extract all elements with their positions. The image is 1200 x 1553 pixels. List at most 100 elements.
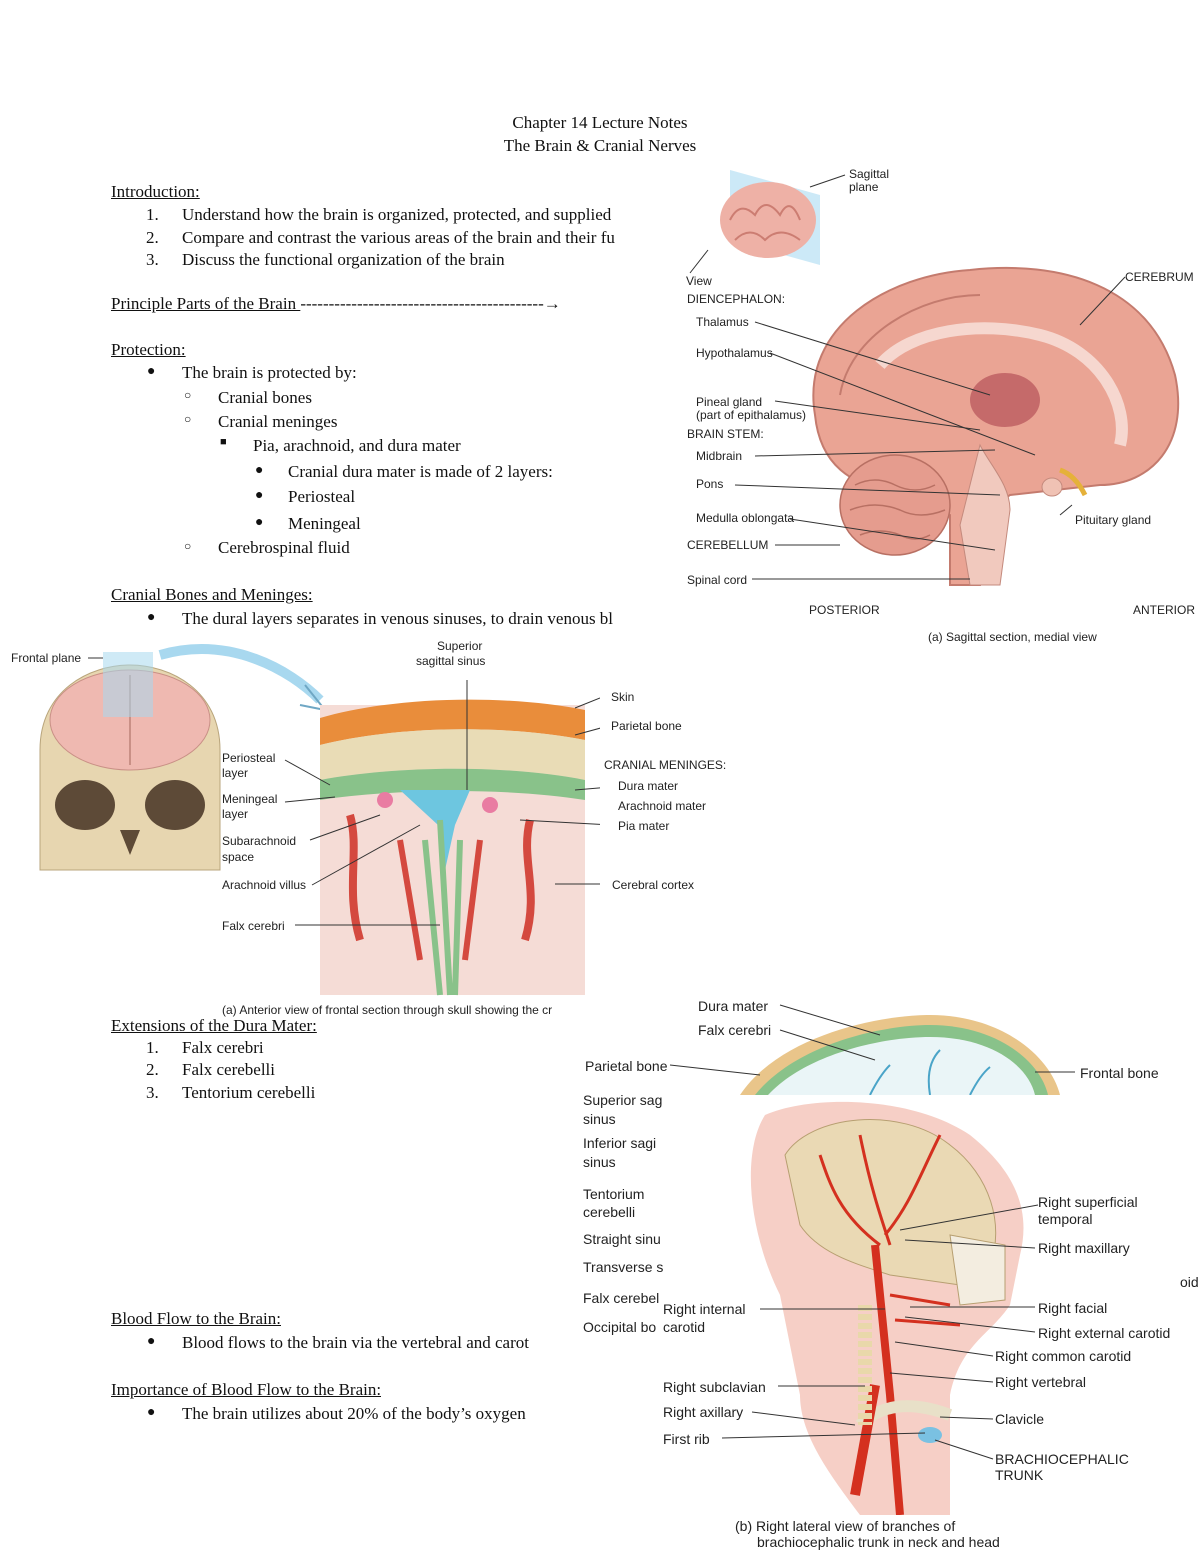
importance-text: The brain utilizes about 20% of the body… [182, 1404, 526, 1423]
label-spinal-cord: Spinal cord [687, 573, 748, 587]
label-brainstem: BRAIN STEM: [687, 427, 764, 441]
label-falx-cerebelli: Falx cerebel [583, 1290, 660, 1306]
label-inferior-sinus: sinus [583, 1154, 616, 1170]
neck-arteries-figure [721, 1101, 1039, 1515]
ext-num-1: 1. [146, 1038, 159, 1057]
label-maxillary: Right maxillary [1038, 1240, 1130, 1256]
protection-l2b: Cranial meninges [218, 412, 338, 431]
sagittal-brain-figure [689, 170, 1180, 586]
label-pineal: Pineal gland [696, 395, 763, 409]
ext-num-3: 3. [146, 1083, 159, 1102]
label-first-rib: First rib [663, 1431, 710, 1447]
protection-l4a: Cranial dura mater is made of 2 layers: [288, 462, 553, 481]
bullet-icon: ● [147, 1334, 156, 1349]
label-medulla: Medulla oblongata [696, 511, 795, 525]
label-oid: oid [1180, 1274, 1199, 1290]
label-clavicle: Clavicle [995, 1411, 1045, 1427]
label-falx-cerebri-2: Falx cerebri [698, 1022, 772, 1038]
label-subarachnoid-1: Subarachnoid [222, 834, 297, 848]
label-sss-1: Superior [437, 639, 483, 653]
label-vertebral: Right vertebral [995, 1374, 1087, 1390]
blood-flow-text: Blood flows to the brain via the vertebr… [182, 1333, 529, 1352]
label-cerebral-cortex: Cerebral cortex [612, 878, 695, 892]
label-periosteal-2: layer [222, 766, 249, 780]
intro-num-1: 1. [146, 205, 159, 224]
arteries-caption-2: brachiocephalic trunk in neck and head [757, 1534, 1000, 1550]
circle-bullet-icon: ○ [184, 539, 192, 553]
protection-l2a: Cranial bones [218, 388, 312, 407]
frontal-section-figure [39, 644, 600, 996]
label-subclavian: Right subclavian [663, 1379, 766, 1395]
principle-heading: Principle Parts of the Brain [111, 294, 301, 313]
label-straight-sinus: Straight sinu [583, 1231, 661, 1247]
intro-item-2: Compare and contrast the various areas o… [182, 228, 615, 247]
protection-l3: Pia, arachnoid, and dura mater [253, 436, 461, 455]
square-bullet-icon: ■ [220, 436, 227, 448]
protection-l1: The brain is protected by: [182, 363, 357, 382]
bullet-icon: ● [147, 1405, 156, 1420]
label-inferior-sag: Inferior sagi [583, 1135, 657, 1151]
label-brachiocephalic-1: BRACHIOCEPHALIC [995, 1451, 1129, 1467]
label-midbrain: Midbrain [696, 449, 743, 463]
sagittal-caption: (a) Sagittal section, medial view [928, 630, 1097, 644]
label-parietal-bone: Parietal bone [611, 719, 682, 733]
label-internal-carotid-2: carotid [663, 1319, 706, 1335]
page-subtitle: The Brain & Cranial Nerves [503, 136, 697, 155]
label-tentorium: Tentorium [583, 1186, 645, 1202]
bullet-icon: ● [147, 364, 156, 379]
bullet-icon: ● [255, 488, 264, 503]
intro-num-2: 2. [146, 228, 159, 247]
label-dura-mater: Dura mater [618, 779, 679, 793]
label-thalamus: Thalamus [696, 315, 749, 329]
label-diencephalon: DIENCEPHALON: [687, 292, 786, 306]
label-axillary: Right axillary [663, 1404, 744, 1420]
label-superficial-temporal-2: temporal [1038, 1211, 1093, 1227]
ext-item-3: Tentorium cerebelli [182, 1083, 316, 1102]
label-dura-mater-2: Dura mater [698, 998, 769, 1014]
intro-item-3: Discuss the functional organization of t… [182, 250, 505, 269]
label-view: View [686, 274, 712, 288]
label-cerebellum: CEREBELLUM [687, 538, 769, 552]
label-facial: Right facial [1038, 1300, 1108, 1316]
label-sagittal-plane: Sagittal [849, 167, 890, 181]
label-sagittal-plane-2: plane [849, 180, 879, 194]
label-superior-sag: Superior sag [583, 1092, 663, 1108]
protection-l2c: Cerebrospinal fluid [218, 538, 350, 557]
intro-item-1: Understand how the brain is organized, p… [182, 205, 612, 224]
label-subarachnoid-2: space [222, 850, 255, 864]
principle-arrow: ----------------------------------------… [300, 294, 561, 313]
label-cerebelli: cerebelli [583, 1204, 636, 1220]
label-external-carotid: Right external carotid [1038, 1325, 1171, 1341]
label-occipital: Occipital bo [583, 1319, 657, 1335]
label-posterior: POSTERIOR [809, 603, 880, 617]
importance-heading: Importance of Blood Flow to the Brain: [111, 1380, 382, 1399]
label-parietal-bone-2: Parietal bone [585, 1058, 668, 1074]
protection-heading: Protection: [111, 340, 186, 359]
ext-item-1: Falx cerebri [182, 1038, 264, 1057]
dura-figure [669, 1004, 1075, 1095]
bullet-icon: ● [255, 463, 264, 478]
label-arachnoid-mater: Arachnoid mater [618, 799, 707, 813]
label-periosteal-1: Periosteal [222, 751, 276, 765]
intro-heading: Introduction: [111, 182, 200, 201]
protection-l4c: Meningeal [288, 514, 361, 533]
label-frontal-bone: Frontal bone [1080, 1065, 1159, 1081]
label-pituitary: Pituitary gland [1075, 513, 1152, 527]
label-skin: Skin [611, 690, 635, 704]
label-pineal-2: (part of epithalamus) [696, 408, 807, 422]
label-frontal-plane: Frontal plane [11, 651, 82, 665]
label-arachnoid-villus: Arachnoid villus [222, 878, 307, 892]
circle-bullet-icon: ○ [184, 388, 192, 402]
arteries-caption-1: (b) Right lateral view of branches of [735, 1518, 956, 1534]
label-meningeal-1: Meningeal [222, 792, 278, 806]
label-superior-sinus: sinus [583, 1111, 616, 1127]
label-falx-cerebri: Falx cerebri [222, 919, 285, 933]
label-transverse: Transverse s [583, 1259, 664, 1275]
label-superficial-temporal-1: Right superficial [1038, 1194, 1138, 1210]
label-common-carotid: Right common carotid [995, 1348, 1132, 1364]
label-sss-2: sagittal sinus [416, 654, 486, 668]
label-pia-mater: Pia mater [618, 819, 670, 833]
ext-num-2: 2. [146, 1060, 159, 1079]
ext-item-2: Falx cerebelli [182, 1060, 275, 1079]
extensions-heading: Extensions of the Dura Mater: [111, 1016, 317, 1035]
